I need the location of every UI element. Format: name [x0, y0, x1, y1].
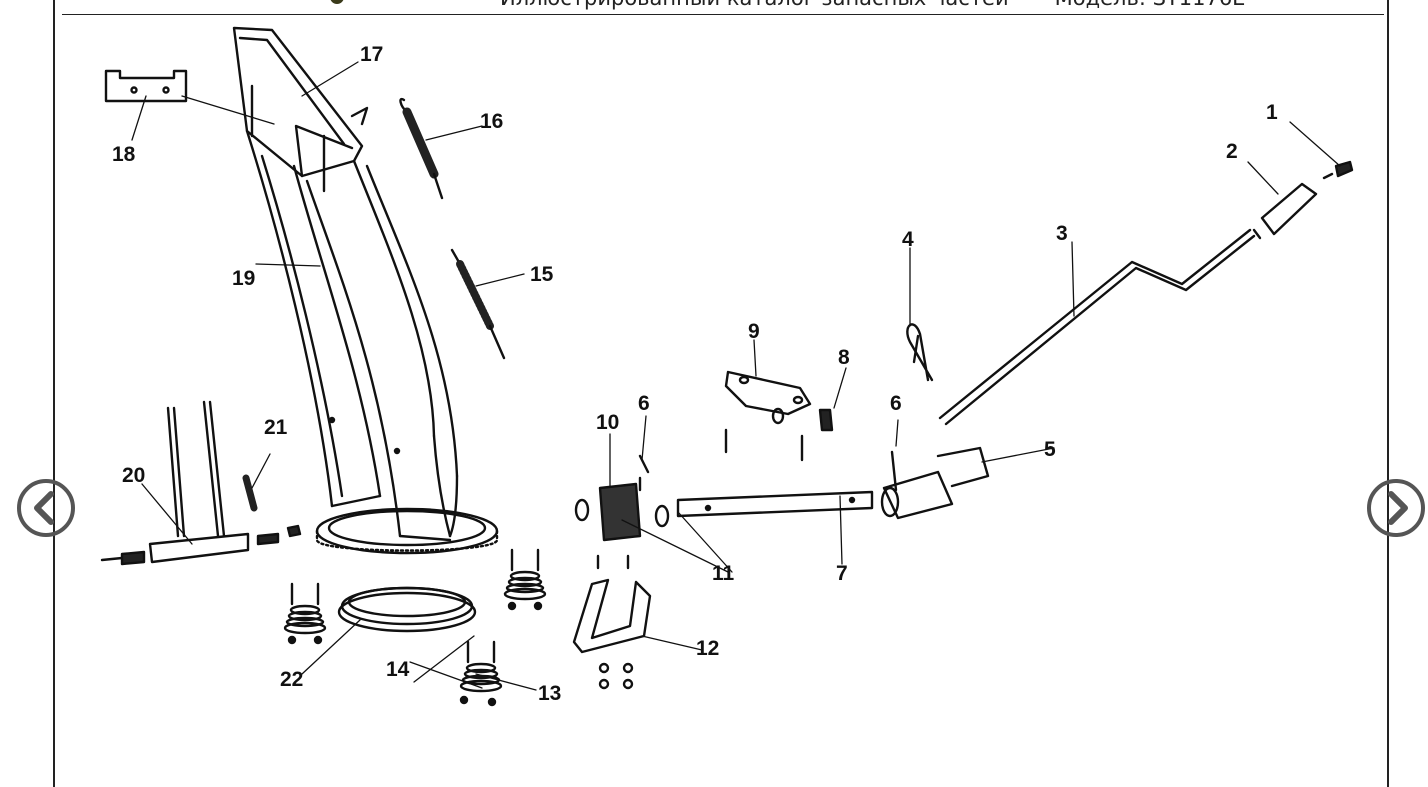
callout-2: 2	[1226, 140, 1238, 163]
part-3-crank-rod	[938, 228, 1256, 426]
chute-base-ring	[315, 507, 499, 555]
chevron-left-circle-icon	[17, 479, 75, 537]
callout-3: 3	[1056, 222, 1068, 245]
callout-21: 21	[264, 416, 288, 439]
callout-16: 16	[480, 110, 503, 133]
part-14-spring-assembly	[283, 548, 547, 707]
part-2-handle	[1252, 182, 1318, 240]
callout-14: 14	[386, 658, 410, 681]
model-label: Модель: ST1176E	[1055, 0, 1246, 10]
logo-fragment	[330, 0, 344, 4]
part-21-spring	[242, 474, 258, 512]
part-9-plate	[724, 370, 812, 462]
part-15-spring	[450, 248, 506, 360]
callout-19: 19	[232, 267, 255, 290]
callout-13: 13	[538, 682, 561, 705]
callout-20: 20	[122, 464, 145, 487]
callout-1: 1	[1266, 101, 1278, 124]
callout-6b: 6	[890, 392, 902, 415]
chevron-right-circle-icon	[1367, 479, 1425, 537]
part-19-chute	[245, 129, 459, 542]
callout-12: 12	[696, 637, 719, 660]
part-18-bracket	[104, 69, 188, 103]
part-17-deflector	[232, 26, 369, 193]
callout-4: 4	[902, 228, 914, 251]
part-8-nut	[818, 408, 834, 432]
part-7-shaft	[676, 490, 874, 518]
callout-labels: 1 2 3 4 5 6 6 7 8 9 10 11 12 13 14 15 16…	[112, 43, 1278, 705]
leader-lines	[131, 61, 1341, 691]
callout-17: 17	[360, 43, 383, 66]
callout-9: 9	[748, 320, 760, 343]
catalog-title: Иллюстрированный каталог запасных частей	[500, 0, 1009, 10]
callout-11: 11	[712, 562, 735, 585]
part-10-worm-gear	[574, 476, 670, 542]
callout-6a: 6	[638, 392, 650, 415]
part-12-bracket	[572, 554, 652, 690]
catalog-header: Иллюстрированный каталог запасных частей…	[500, 0, 1245, 10]
callout-22: 22	[280, 668, 303, 691]
callout-8: 8	[838, 346, 850, 369]
callout-18: 18	[112, 143, 136, 166]
header-rule	[62, 14, 1384, 15]
part-4-hairpin	[906, 323, 934, 382]
part-20-frame	[100, 400, 302, 566]
callout-10: 10	[596, 411, 619, 434]
exploded-parts-diagram: 1 2 3 4 5 6 6 7 8 9 10 11 12 13 14 15 16…	[62, 16, 1384, 787]
previous-page-button[interactable]	[16, 478, 76, 538]
part-16-spring	[399, 97, 444, 200]
page-frame	[53, 0, 1389, 787]
next-page-button[interactable]	[1366, 478, 1426, 538]
callout-15: 15	[530, 263, 554, 286]
part-22-ring	[337, 586, 477, 633]
callout-5: 5	[1044, 438, 1056, 461]
part-5-universal-joint	[880, 446, 990, 520]
callout-7: 7	[836, 562, 848, 585]
part-6-pin	[638, 450, 898, 492]
